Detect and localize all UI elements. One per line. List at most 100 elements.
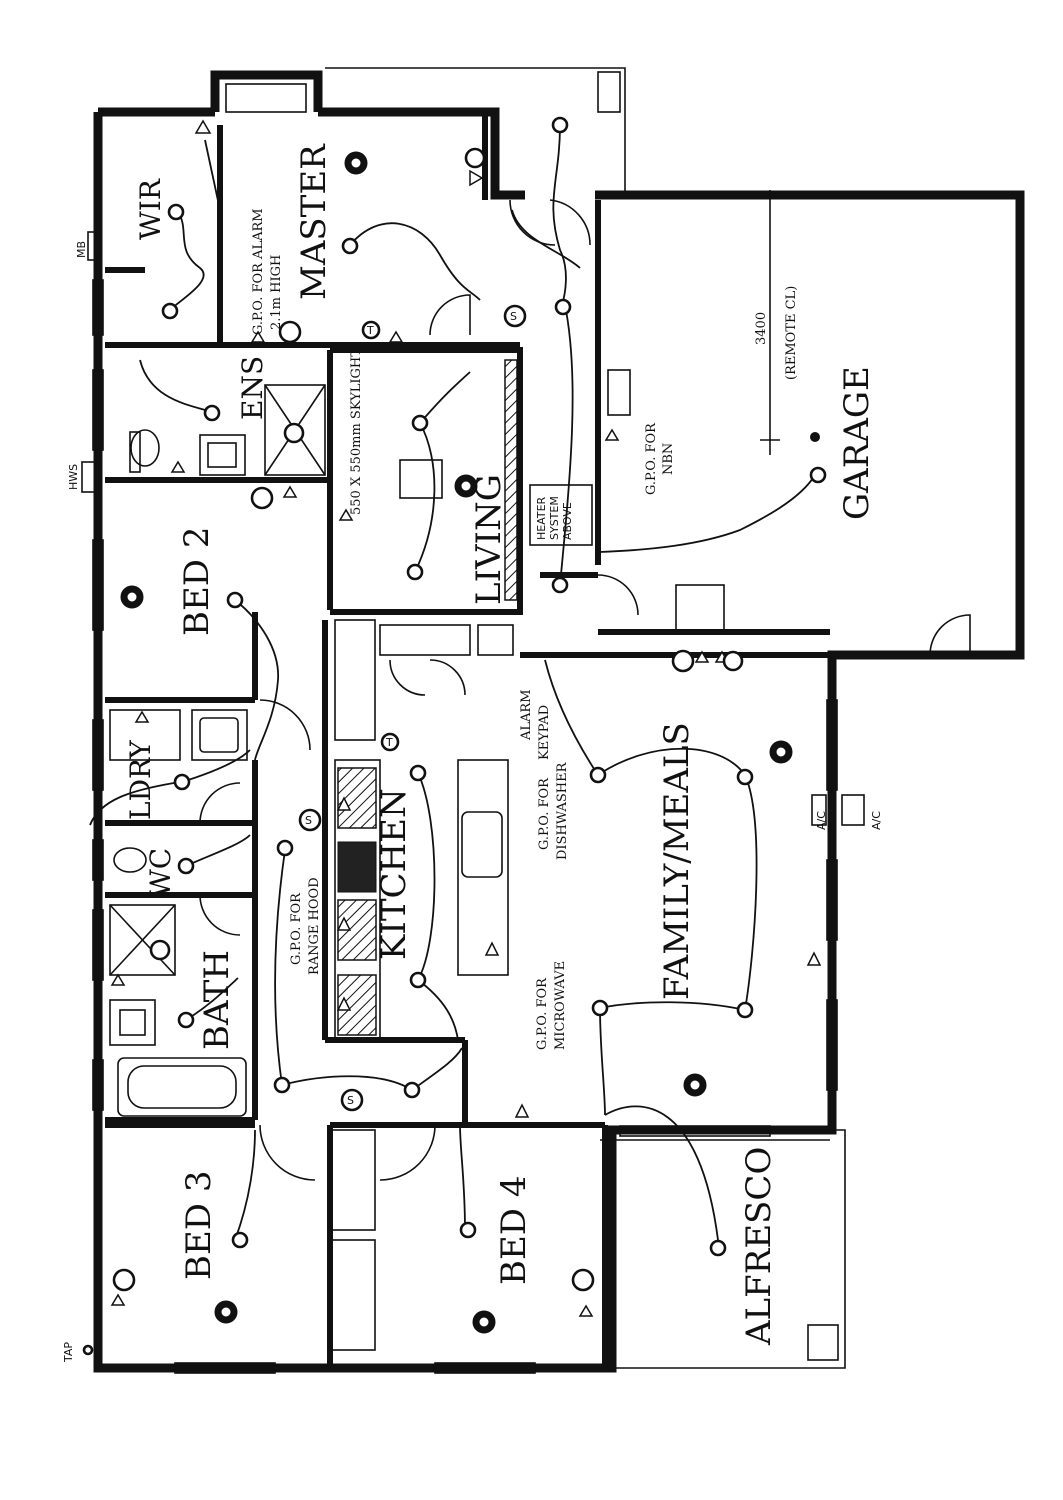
light-icon — [551, 116, 569, 134]
light-icon — [809, 466, 827, 484]
room-label-ldry: LDRY — [124, 740, 157, 820]
smoke-detector-icon — [112, 1268, 136, 1292]
fixtures — [109, 71, 839, 1361]
light-icon — [406, 563, 424, 581]
note-alarm-gpo-height: 2.1m HIGH — [269, 255, 284, 330]
exhaust-fan-icon — [283, 422, 305, 444]
light-icon — [177, 1011, 195, 1029]
light-icon — [276, 839, 294, 857]
gpo-icon — [694, 650, 710, 663]
light-icon — [403, 1081, 421, 1099]
note-dishwasher-1: G.P.O. FOR — [537, 777, 552, 850]
note-garage-dim: 3400 — [754, 312, 769, 345]
gpo-icon — [388, 330, 404, 343]
room-label-garage: GARAGE — [837, 366, 877, 520]
ac-unit-icon — [841, 794, 865, 826]
switch-icon — [298, 808, 322, 832]
gpo-icon — [604, 428, 620, 441]
hot-water-icon — [81, 461, 97, 493]
note-rangehood-2: RANGE HOOD — [307, 877, 322, 975]
light-icon — [226, 591, 244, 609]
smoke-detector-icon — [250, 486, 274, 510]
note-heater-2: SYSTEM — [548, 496, 561, 540]
light-icon — [411, 414, 429, 432]
room-labels: WIR MASTER ENS LIVING BED 2 LDRY WC BATH… — [124, 143, 877, 1346]
note-microwave-2: MICROWAVE — [553, 961, 568, 1050]
light-icon — [341, 237, 359, 255]
gpo-icon — [110, 973, 126, 986]
note-skylight: 550 X 550mm SKYLIGHT — [349, 348, 364, 515]
service-units — [81, 231, 865, 1356]
gpo-icon — [336, 996, 352, 1011]
light-icon — [203, 404, 221, 422]
light-icon — [231, 1231, 249, 1249]
gpo-icon — [194, 119, 212, 134]
internal-walls — [105, 112, 830, 1365]
room-label-living: LIVING — [469, 474, 509, 605]
gpo-icon — [170, 460, 186, 473]
gpo-icon — [469, 169, 484, 187]
room-label-ens: ENS — [236, 356, 269, 420]
svg-text:S: S — [347, 1094, 354, 1107]
room-label-family: FAMILY/MEALS — [657, 722, 697, 1000]
room-label-wir: WIR — [134, 178, 167, 240]
ceiling-fan-icon — [472, 1310, 496, 1334]
gpo-icon — [806, 951, 822, 966]
light-icon — [167, 203, 185, 221]
light-icon — [551, 576, 569, 594]
room-label-alfresco: ALFRESCO — [739, 1147, 779, 1346]
light-icon — [409, 764, 427, 782]
tv-point-icon — [722, 650, 744, 672]
note-microwave-1: G.P.O. FOR — [535, 977, 550, 1050]
svg-text:T: T — [385, 736, 393, 749]
note-nbn-2: NBN — [661, 443, 676, 475]
wiring — [89, 124, 816, 1241]
light-icon — [589, 766, 607, 784]
ac-head-icon — [811, 794, 827, 826]
gpo-icon — [134, 710, 150, 723]
room-label-master: MASTER — [294, 143, 334, 300]
smoke-detector-icon — [278, 320, 302, 344]
external-walls — [93, 67, 1025, 1373]
note-rangehood-1: G.P.O. FOR — [289, 892, 304, 965]
tv-point-icon — [464, 147, 486, 169]
light-icon — [177, 857, 195, 875]
light-icon — [273, 1076, 291, 1094]
phone-point-icon — [361, 320, 381, 340]
note-alarm-gpo: G.P.O. FOR ALARM — [251, 208, 266, 335]
note-hws: HWS — [67, 464, 80, 490]
room-label-bath: BATH — [197, 950, 237, 1050]
ceiling-fan-icon — [454, 474, 478, 498]
gpo-icon — [250, 330, 266, 343]
light-icon — [709, 1239, 727, 1257]
windows — [92, 279, 838, 1374]
light-icon — [161, 302, 179, 320]
light-icon — [409, 971, 427, 989]
note-tap: TAP — [62, 1342, 75, 1363]
note-heater-3: ABOVE — [561, 502, 574, 540]
note-alarm-keypad-1: ALARM — [519, 689, 534, 741]
smoke-detector-icon — [671, 649, 695, 673]
room-label-bed2: BED 2 — [177, 526, 217, 636]
gpo-icon — [578, 1304, 594, 1317]
light-icon — [736, 1001, 754, 1019]
note-heater-1: HEATER — [535, 496, 548, 540]
svg-text:T: T — [366, 324, 374, 337]
gpo-icon — [484, 941, 500, 956]
light-icon — [173, 773, 191, 791]
note-mb: MB — [75, 241, 88, 258]
gpo-icon — [338, 508, 354, 521]
power-points — [110, 119, 822, 1317]
phone-point-icon — [380, 732, 400, 752]
switch-label: S — [510, 310, 517, 323]
room-label-bed3: BED 3 — [179, 1170, 219, 1280]
note-ac-outside: A/C — [870, 811, 883, 830]
room-label-bed4: BED 4 — [494, 1175, 534, 1285]
gpo-icon — [336, 796, 352, 811]
note-garage-remote: (REMOTE CL) — [784, 286, 799, 380]
meter-box-icon — [87, 231, 101, 261]
ceiling-fan-icon — [769, 740, 793, 764]
switch-icon — [503, 304, 527, 328]
smoke-detector-icon — [571, 1268, 595, 1292]
note-alarm-keypad-2: KEYPAD — [537, 705, 552, 760]
